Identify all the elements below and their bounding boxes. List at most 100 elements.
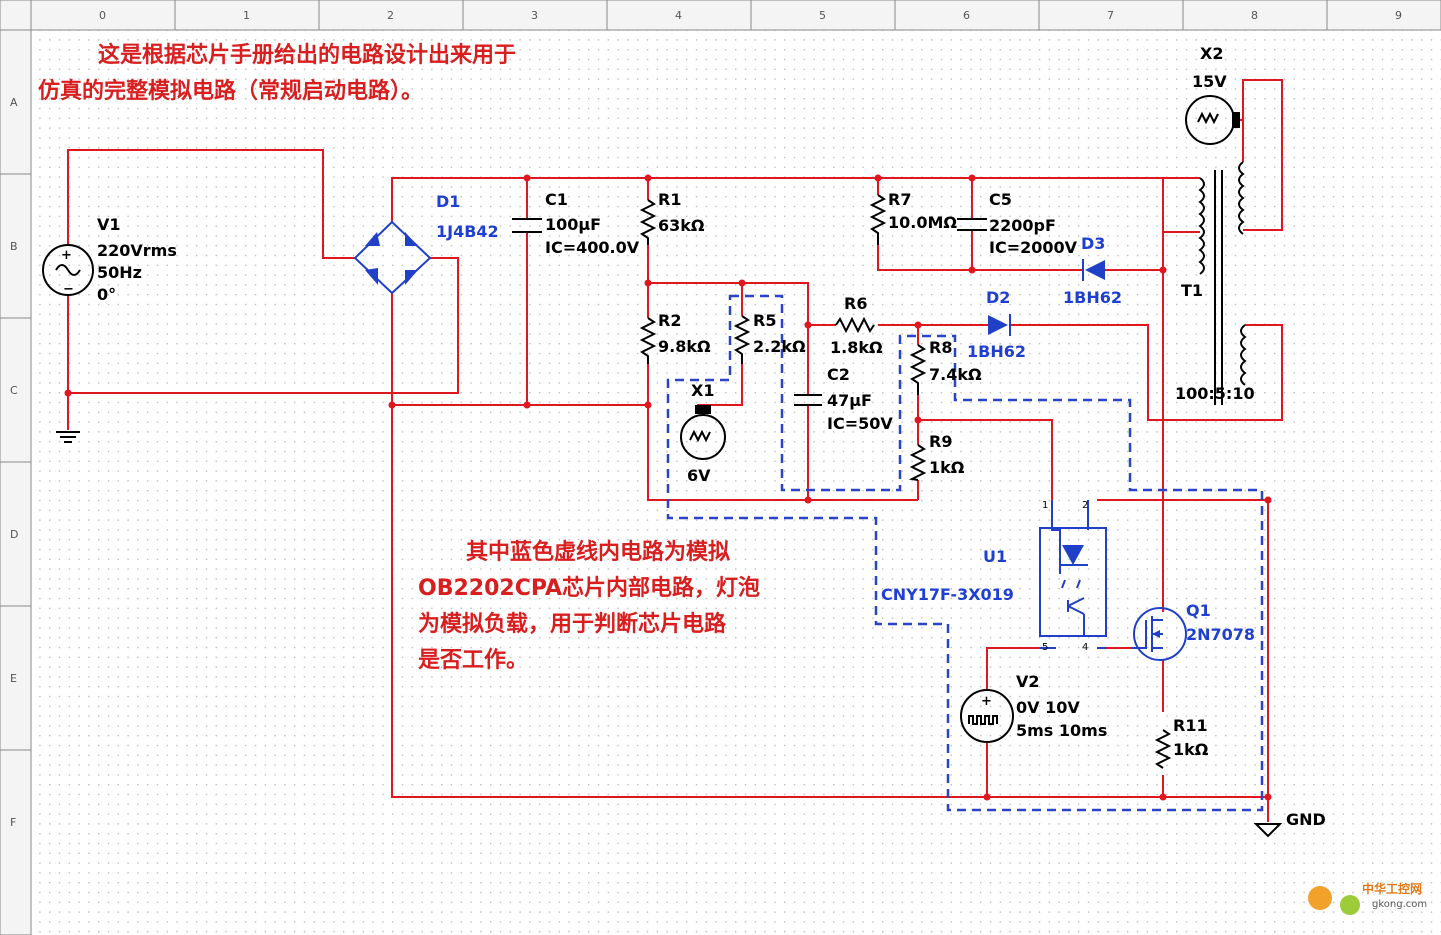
column-label: 6 [963,9,970,22]
u1-pin4: 4 [1082,642,1088,653]
r9-value: 1kΩ [929,458,965,477]
svg-text:gkong.com: gkong.com [1372,899,1427,910]
body-note-line2: OB2202CPA芯片内部电路，灯泡 [418,575,760,601]
c2-capacitor[interactable] [794,394,822,406]
row-label: B [10,240,18,253]
u1-pin5: 5 [1042,642,1048,653]
c5-ic: IC=2000V [989,238,1078,257]
v2-timing: 5ms 10ms [1016,721,1107,740]
v2-pulse-source[interactable]: + [960,689,1014,743]
svg-text:+: + [61,248,72,263]
title-note-line1: 这是根据芯片手册给出的电路设计出来用于 [98,42,516,68]
r5-resistor[interactable] [733,315,751,364]
body-note-line4: 是否工作。 [418,648,528,673]
d1-ref: D1 [436,192,460,211]
t1-value: 100:5:10 [1175,384,1255,403]
v2-value: 0V 10V [1016,698,1080,717]
d2-value: 1BH62 [967,342,1026,361]
r7-ref: R7 [888,190,911,209]
column-label: 4 [675,9,682,22]
ground-icon [56,431,80,443]
d2-diode[interactable] [988,314,1011,336]
d1-value: 1J4B42 [436,222,499,241]
r11-ref: R11 [1173,716,1208,735]
c5-capacitor[interactable] [957,218,987,231]
r1-value: 63kΩ [658,216,705,235]
u1-value: CNY17F-3X019 [881,585,1014,604]
q1-mosfet[interactable] [1132,607,1187,661]
column-label: 1 [243,9,250,22]
title-note-line2: 仿真的完整模拟电路（常规启动电路）。 [38,78,423,104]
x2-value: 15V [1192,72,1227,91]
svg-text:+: + [981,694,992,709]
v1-freq: 50Hz [97,263,142,282]
column-label: 5 [819,9,826,22]
c1-capacitor[interactable] [512,218,542,233]
x2-ref: X2 [1200,44,1223,63]
top-ruler: 0 1 2 3 4 5 6 7 8 9 [0,0,1441,31]
row-label: A [10,96,18,109]
x1-value: 6V [687,466,711,485]
r11-resistor[interactable] [1154,729,1172,769]
c1-ref: C1 [545,190,568,209]
r2-value: 9.8kΩ [658,337,711,356]
r1-resistor[interactable] [639,199,657,245]
d3-diode[interactable] [1082,259,1105,281]
svg-text:中华工控网: 中华工控网 [1362,881,1422,896]
r2-ref: R2 [658,311,681,330]
row-label: C [10,384,18,397]
r5-ref: R5 [753,311,776,330]
c5-value: 2200pF [989,216,1056,235]
r7-resistor[interactable] [869,194,887,245]
u1-optocoupler[interactable] [1039,500,1107,649]
body-note-line1: 其中蓝色虚线内电路为模拟 [466,539,730,565]
v1-ref: V1 [97,215,121,234]
d3-value: 1BH62 [1063,288,1122,307]
q1-value: 2N7078 [1186,625,1255,644]
u1-pin2: 2 [1082,500,1088,511]
v2-ref: V2 [1016,672,1040,691]
row-label: D [10,528,18,541]
u1-ref: U1 [983,547,1007,566]
c2-ref: C2 [827,365,850,384]
t1-transformer[interactable] [1198,161,1247,405]
d3-ref: D3 [1081,234,1105,253]
x1-lamp[interactable] [680,405,726,460]
r8-resistor[interactable] [909,344,927,395]
r8-ref: R8 [929,338,952,357]
svg-text:−: − [63,282,74,297]
v1-value: 220Vrms [97,241,177,260]
gnd-label: GND [1286,810,1326,829]
x1-ref: X1 [691,381,714,400]
r9-resistor[interactable] [908,444,927,481]
x2-lamp[interactable] [1185,80,1244,145]
grid-background [31,30,1441,935]
c2-ic: IC=50V [827,414,893,433]
c1-ic: IC=400.0V [545,238,640,257]
r7-value: 10.0MΩ [888,213,957,232]
v1-phase: 0° [97,285,116,304]
d2-ref: D2 [986,288,1010,307]
v1-ac-source[interactable]: + − [42,244,94,297]
column-label: 9 [1395,9,1402,22]
r6-ref: R6 [844,294,867,313]
r2-resistor[interactable] [639,317,657,364]
gnd-icon [1253,823,1283,838]
r9-ref: R9 [929,432,952,451]
r6-resistor[interactable] [835,316,875,334]
column-label: 2 [387,9,394,22]
c5-ref: C5 [989,190,1012,209]
q1-ref: Q1 [1186,601,1211,620]
column-label: 3 [531,9,538,22]
body-note-line3: 为模拟负载，用于判断芯片电路 [418,611,727,637]
r8-value: 7.4kΩ [929,365,982,384]
column-label: 7 [1107,9,1114,22]
column-label: 8 [1251,9,1258,22]
d1-bridge-rectifier[interactable] [353,220,432,295]
column-label: 0 [99,9,106,22]
t1-ref: T1 [1181,281,1203,300]
row-label: E [10,672,17,685]
r6-value: 1.8kΩ [830,338,883,357]
